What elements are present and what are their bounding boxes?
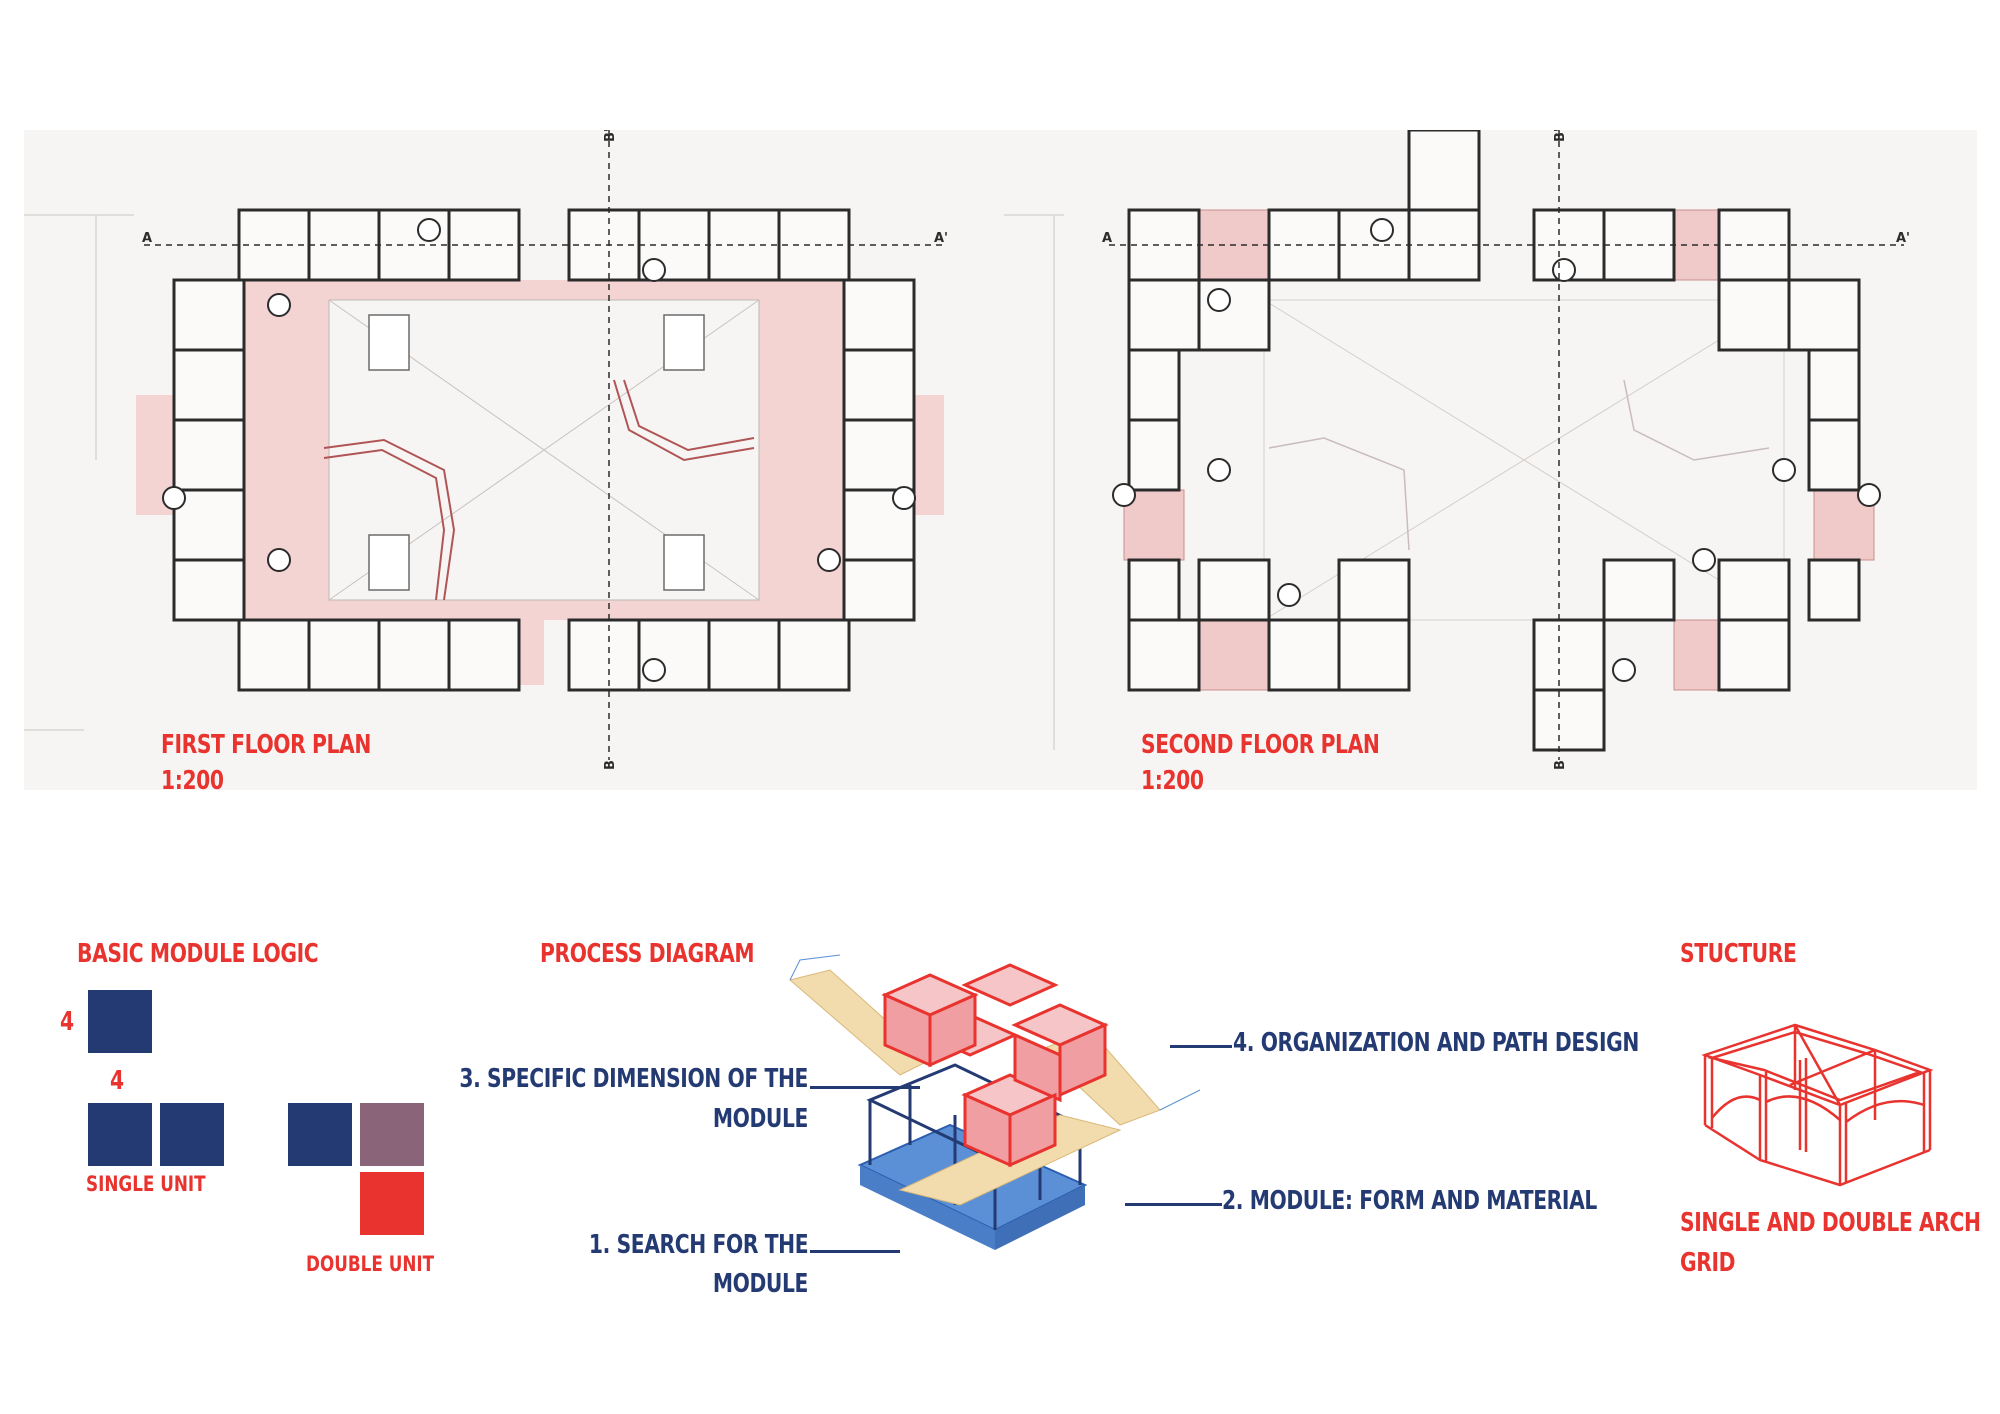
step1-label-line2: MODULE bbox=[712, 1269, 809, 1299]
section-marker-a-prime: A' bbox=[934, 231, 948, 246]
module-logic-title: BASIC MODULE LOGIC bbox=[77, 939, 319, 969]
single-unit-square-2 bbox=[160, 1103, 224, 1166]
step1-leader-line bbox=[810, 1250, 900, 1253]
second-floor-plan-scale: 1:200 bbox=[1141, 766, 1204, 796]
step3-label-line2: MODULE bbox=[712, 1104, 809, 1134]
module-square bbox=[88, 990, 152, 1053]
structure-caption-line2: GRID bbox=[1680, 1248, 1736, 1278]
floor-plans-drawing: A A' B' B bbox=[24, 130, 1910, 770]
step3-leader-line bbox=[810, 1086, 920, 1089]
module-dimension-side: 4 bbox=[60, 1007, 74, 1037]
first-floor-plan: A A' B' B bbox=[136, 130, 948, 770]
process-axonometric bbox=[788, 954, 1201, 1250]
step4-label: 4. ORGANIZATION AND PATH DESIGN bbox=[1233, 1028, 1639, 1058]
second-floor-plan: A A' B' B bbox=[1102, 130, 1910, 770]
process-diagram-title: PROCESS DIAGRAM bbox=[540, 939, 755, 969]
structure-caption-line1: SINGLE AND DOUBLE ARCH bbox=[1680, 1208, 1981, 1238]
step4-leader-line bbox=[1170, 1045, 1232, 1048]
first-floor-plan-scale: 1:200 bbox=[161, 766, 224, 796]
step1-label-line1: 1. SEARCH FOR THE bbox=[588, 1230, 809, 1260]
section-marker-a-2: A bbox=[1102, 231, 1112, 246]
section-marker-b-prime-2: B' bbox=[1553, 130, 1568, 142]
second-floor-plan-title: SECOND FLOOR PLAN bbox=[1141, 730, 1380, 760]
section-marker-a: A bbox=[142, 231, 152, 246]
module-dimension-top: 4 bbox=[110, 1066, 124, 1096]
step2-label: 2. MODULE: FORM AND MATERIAL bbox=[1222, 1186, 1597, 1216]
structure-frame-drawing bbox=[1701, 1023, 1934, 1187]
step2-leader-line bbox=[1125, 1203, 1222, 1206]
double-unit-square-navy bbox=[288, 1103, 352, 1166]
double-unit-square-mauve bbox=[360, 1103, 424, 1166]
section-marker-b-2: B bbox=[1553, 760, 1568, 770]
single-unit-square-1 bbox=[88, 1103, 152, 1166]
section-marker-b: B bbox=[603, 760, 618, 770]
single-unit-label: SINGLE UNIT bbox=[86, 1172, 206, 1196]
section-marker-a-prime-2: A' bbox=[1896, 231, 1910, 246]
step3-label-line1: 3. SPECIFIC DIMENSION OF THE bbox=[459, 1064, 808, 1094]
first-floor-plan-title: FIRST FLOOR PLAN bbox=[161, 730, 371, 760]
section-marker-b-prime: B' bbox=[603, 130, 618, 142]
structure-title: STUCTURE bbox=[1680, 939, 1797, 969]
double-unit-label: DOUBLE UNIT bbox=[306, 1252, 435, 1276]
double-unit-square-red bbox=[360, 1172, 424, 1235]
floor-plans-panel: A A' B' B bbox=[24, 130, 1977, 796]
